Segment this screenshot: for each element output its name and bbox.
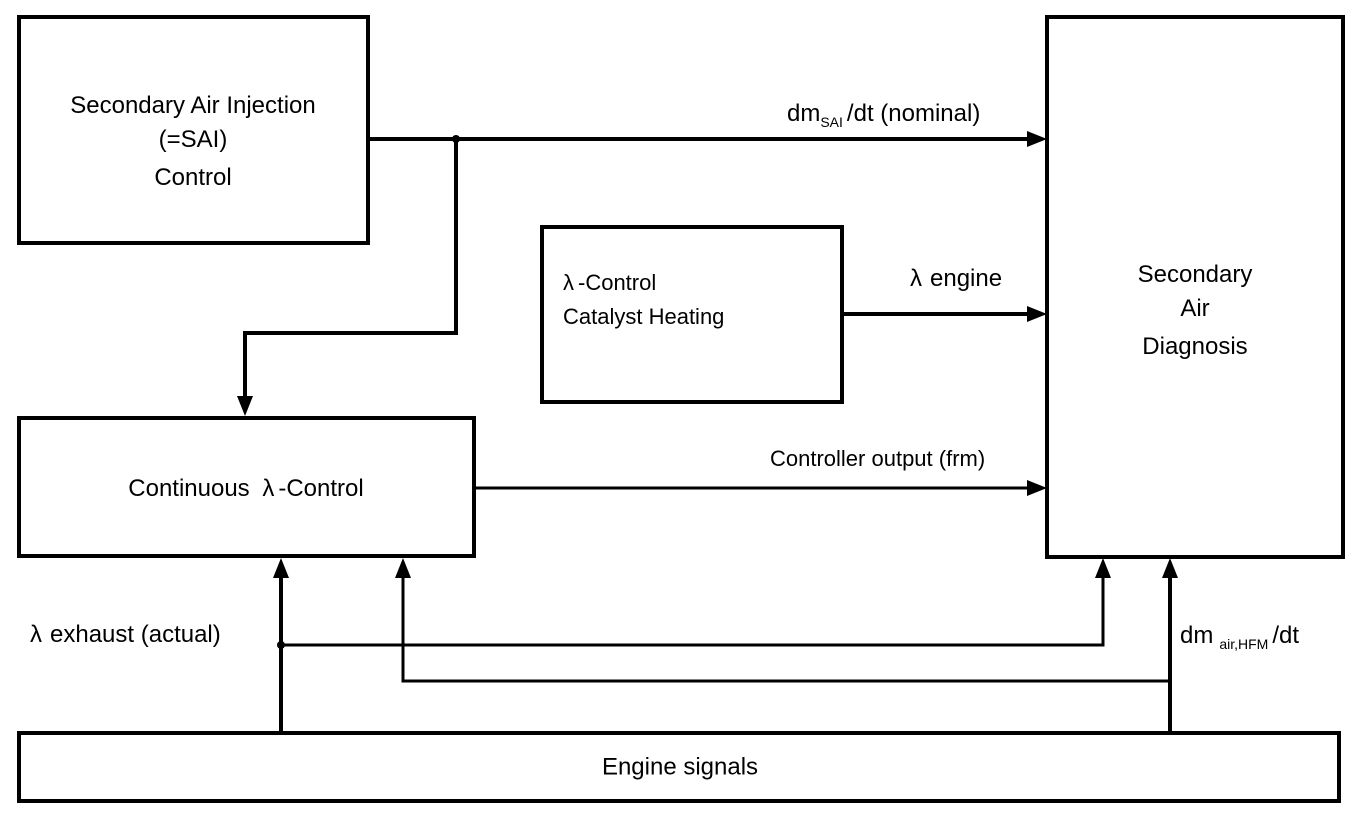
lambda-engine-arrow [842,306,1047,322]
lambda-exhaust-to-diagnosis-arrow [281,558,1111,647]
dm-sai-main: dm [787,100,820,127]
lambda-catalyst-heating-block: λ-Control Catalyst Heating [540,225,844,404]
dm-air-hfm-up-arrow [1162,558,1178,733]
engine-signals-block: Engine signals [17,731,1341,803]
lambda-heating-control-text: -Control [578,270,656,295]
sai-control-block: Secondary Air Injection (=SAI) Control [17,15,370,245]
controller-output-label: Controller output (frm) [770,446,985,471]
controller-output-arrow [474,480,1047,496]
lambda-exhaust-label: λ exhaust (actual) [30,621,221,648]
sai-control-line-1: Secondary Air Injection [70,92,315,119]
lambda-symbol: λ [910,265,922,292]
secondary-air-diagnosis-block: Secondary Air Diagnosis [1045,15,1345,559]
lambda-exhaust-text: exhaust (actual) [50,621,221,648]
lambda-engine-text: engine [930,265,1002,292]
continuous-prefix: Continuous [128,475,256,502]
sa-diagnosis-line-2: Air [1180,295,1209,322]
dm-sai-rest: /dt (nominal) [847,100,980,127]
dm-air-main: dm [1180,622,1213,649]
lambda-symbol: λ [30,621,42,648]
lambda-heating-line-1: λ-Control [563,270,656,295]
sai-to-continuous-branch-arrow [237,139,458,416]
lambda-heating-line-2: Catalyst Heating [563,304,724,329]
sai-control-line-3: Control [154,164,231,191]
sai-nominal-flow-arrow [368,131,1047,147]
dm-sai-label: dmSAI/dt (nominal) [787,100,980,130]
lambda-exhaust-up-arrow [273,558,289,733]
dm-air-rest: /dt [1272,622,1299,649]
lambda-symbol: λ [563,270,574,295]
sai-control-line-2: (=SAI) [159,126,228,153]
engine-signals-label: Engine signals [602,753,758,780]
dm-air-subscript: air,HFM [1219,636,1268,652]
sa-diagnosis-line-1: Secondary [1138,261,1253,288]
dm-air-to-continuous-arrow [395,558,1170,683]
lambda-symbol: λ [262,475,274,502]
dm-air-hfm-label: dm air,HFM/dt [1180,622,1299,652]
sa-diagnosis-line-3: Diagnosis [1142,333,1247,360]
continuous-lambda-label: Continuous λ-Control [128,475,363,502]
control-suffix: -Control [278,475,363,502]
continuous-lambda-control-block: Continuous λ-Control [17,416,476,558]
dm-sai-subscript: SAI [820,114,843,130]
